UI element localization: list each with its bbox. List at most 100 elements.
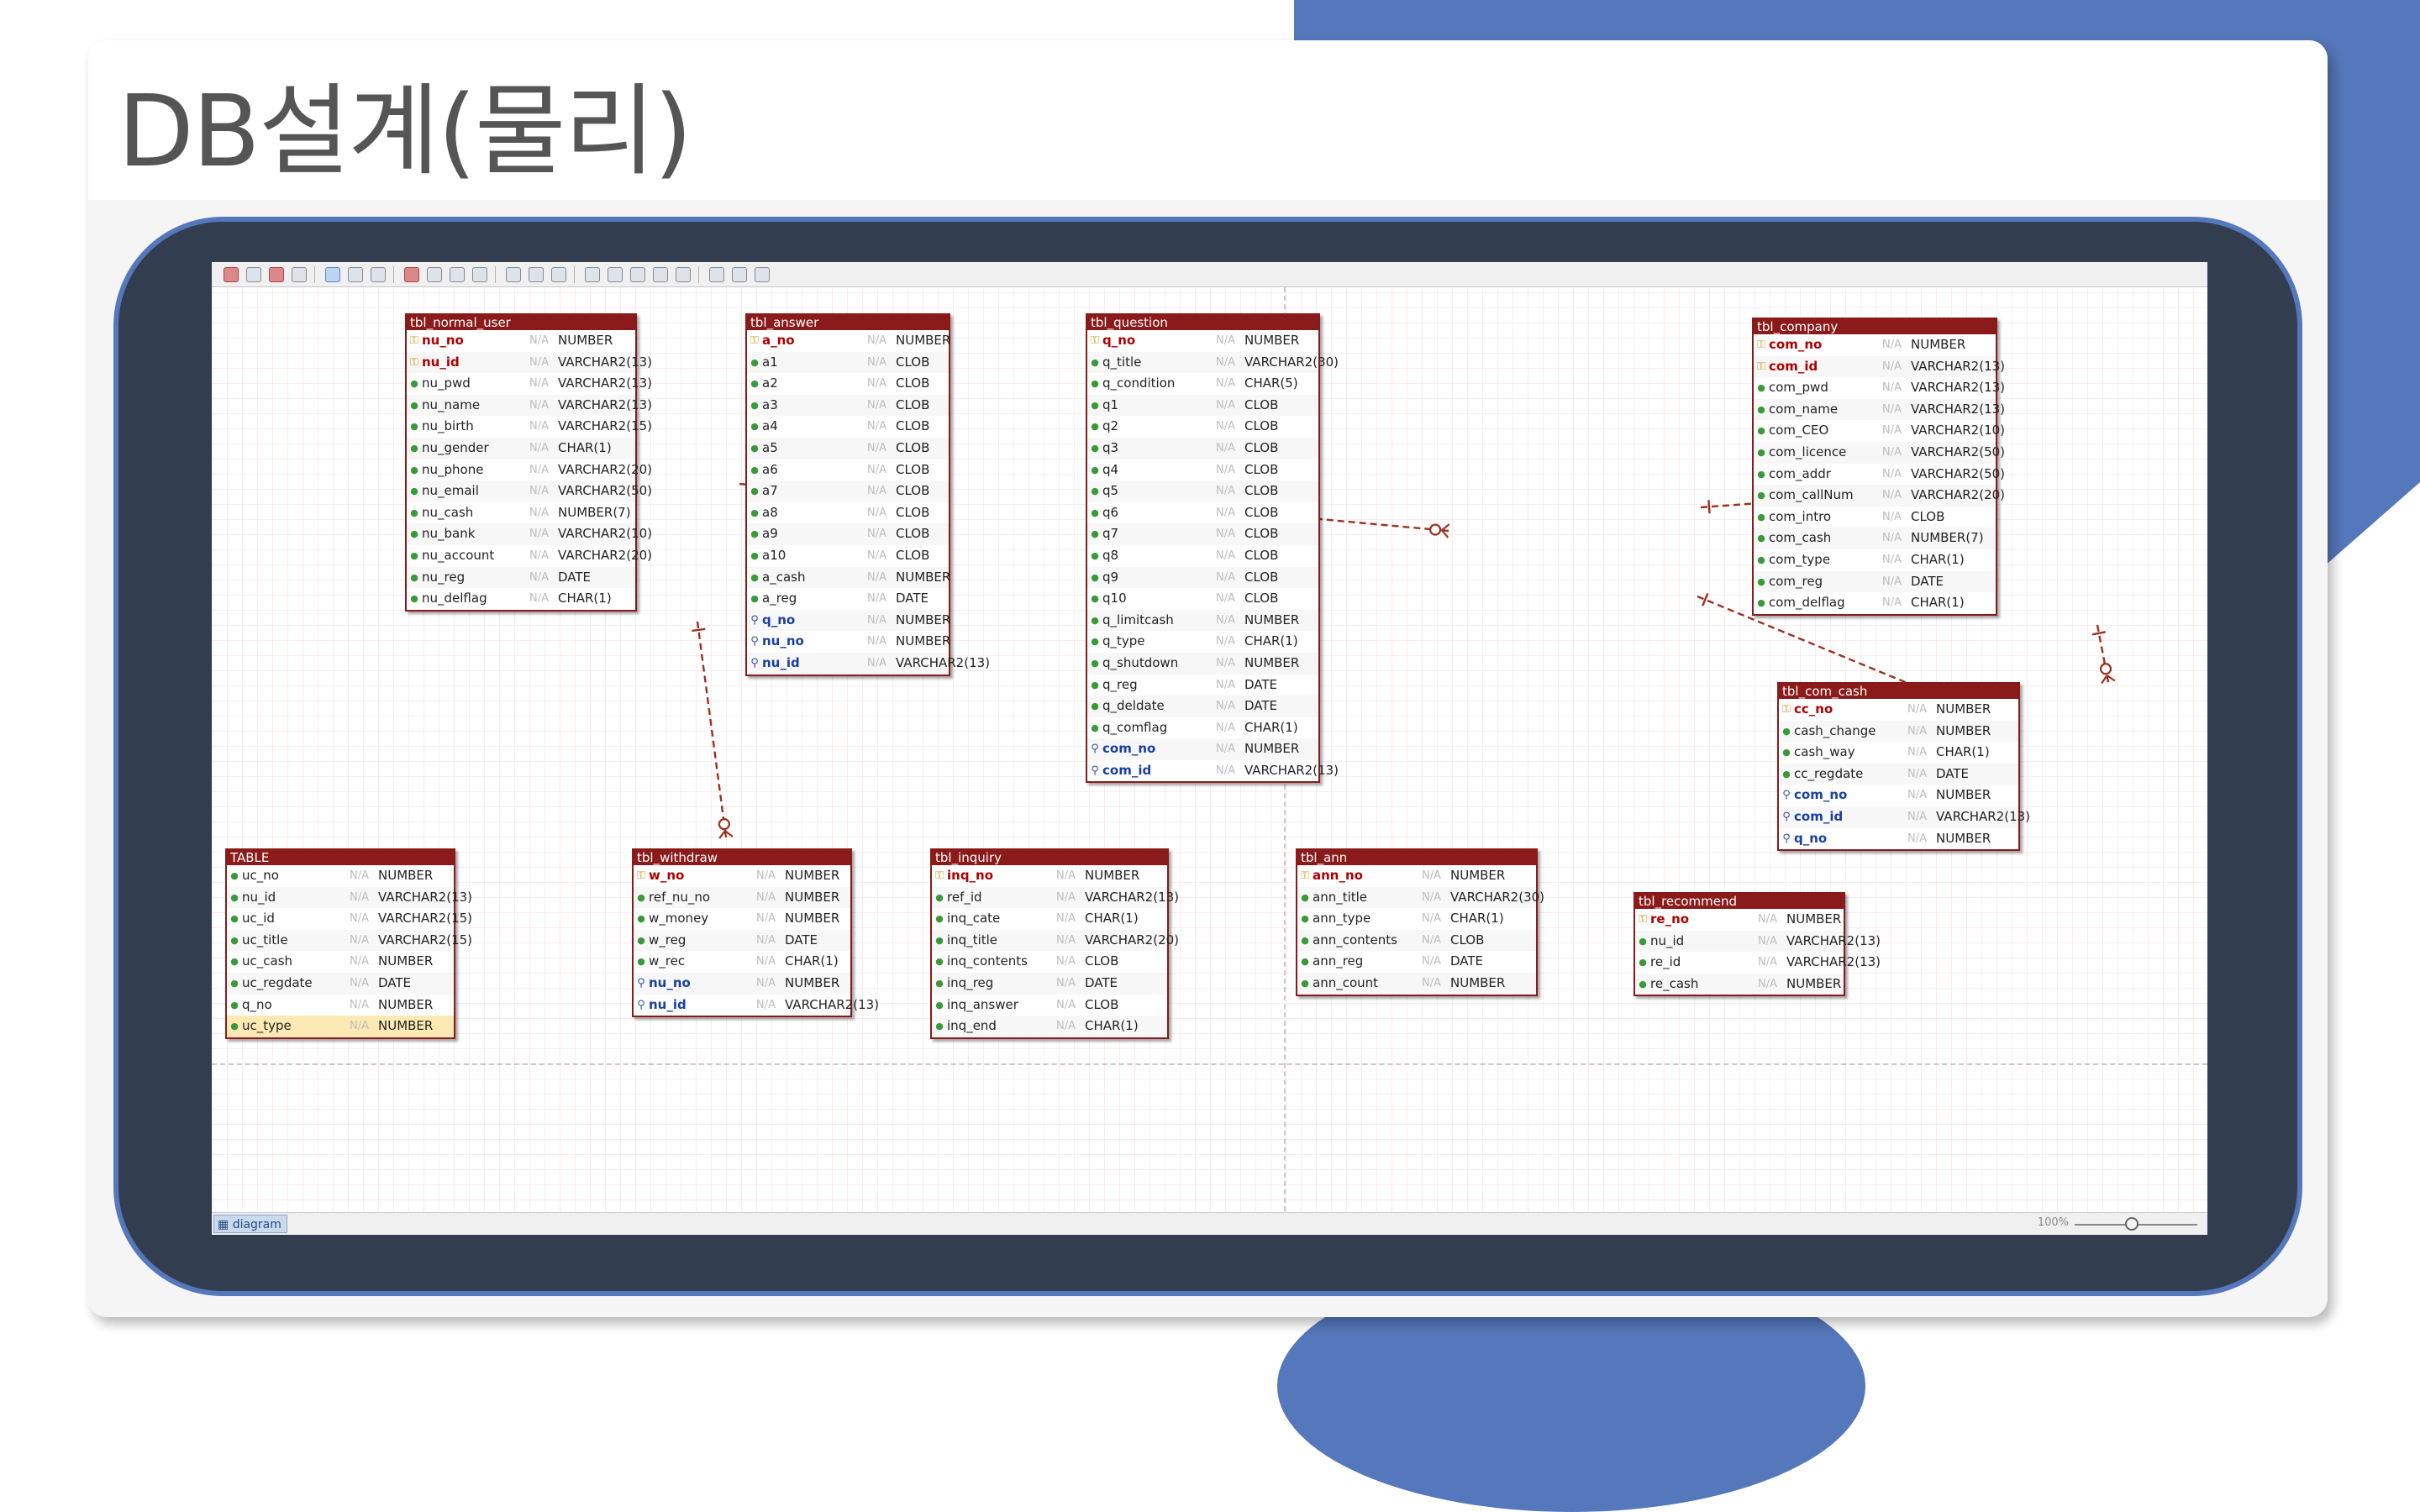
- rel-company-com-cash[interactable]: [2091, 624, 2116, 685]
- select-pointer-icon[interactable]: [325, 266, 340, 282]
- arrange-icon[interactable]: [608, 266, 623, 282]
- arrow-icon[interactable]: [450, 266, 465, 282]
- table-icon[interactable]: [404, 266, 419, 282]
- align-icon[interactable]: [585, 266, 600, 282]
- export-icon[interactable]: [676, 266, 691, 282]
- save-icon[interactable]: [269, 266, 284, 282]
- relation-icon[interactable]: [427, 266, 442, 282]
- hand-icon[interactable]: [348, 266, 363, 282]
- sync-icon[interactable]: [732, 266, 747, 282]
- print-icon[interactable]: [246, 266, 261, 282]
- diagram-tab[interactable]: ▦ diagram: [213, 1215, 287, 1233]
- check-icon[interactable]: [709, 266, 724, 282]
- zoom-icon[interactable]: [371, 266, 386, 282]
